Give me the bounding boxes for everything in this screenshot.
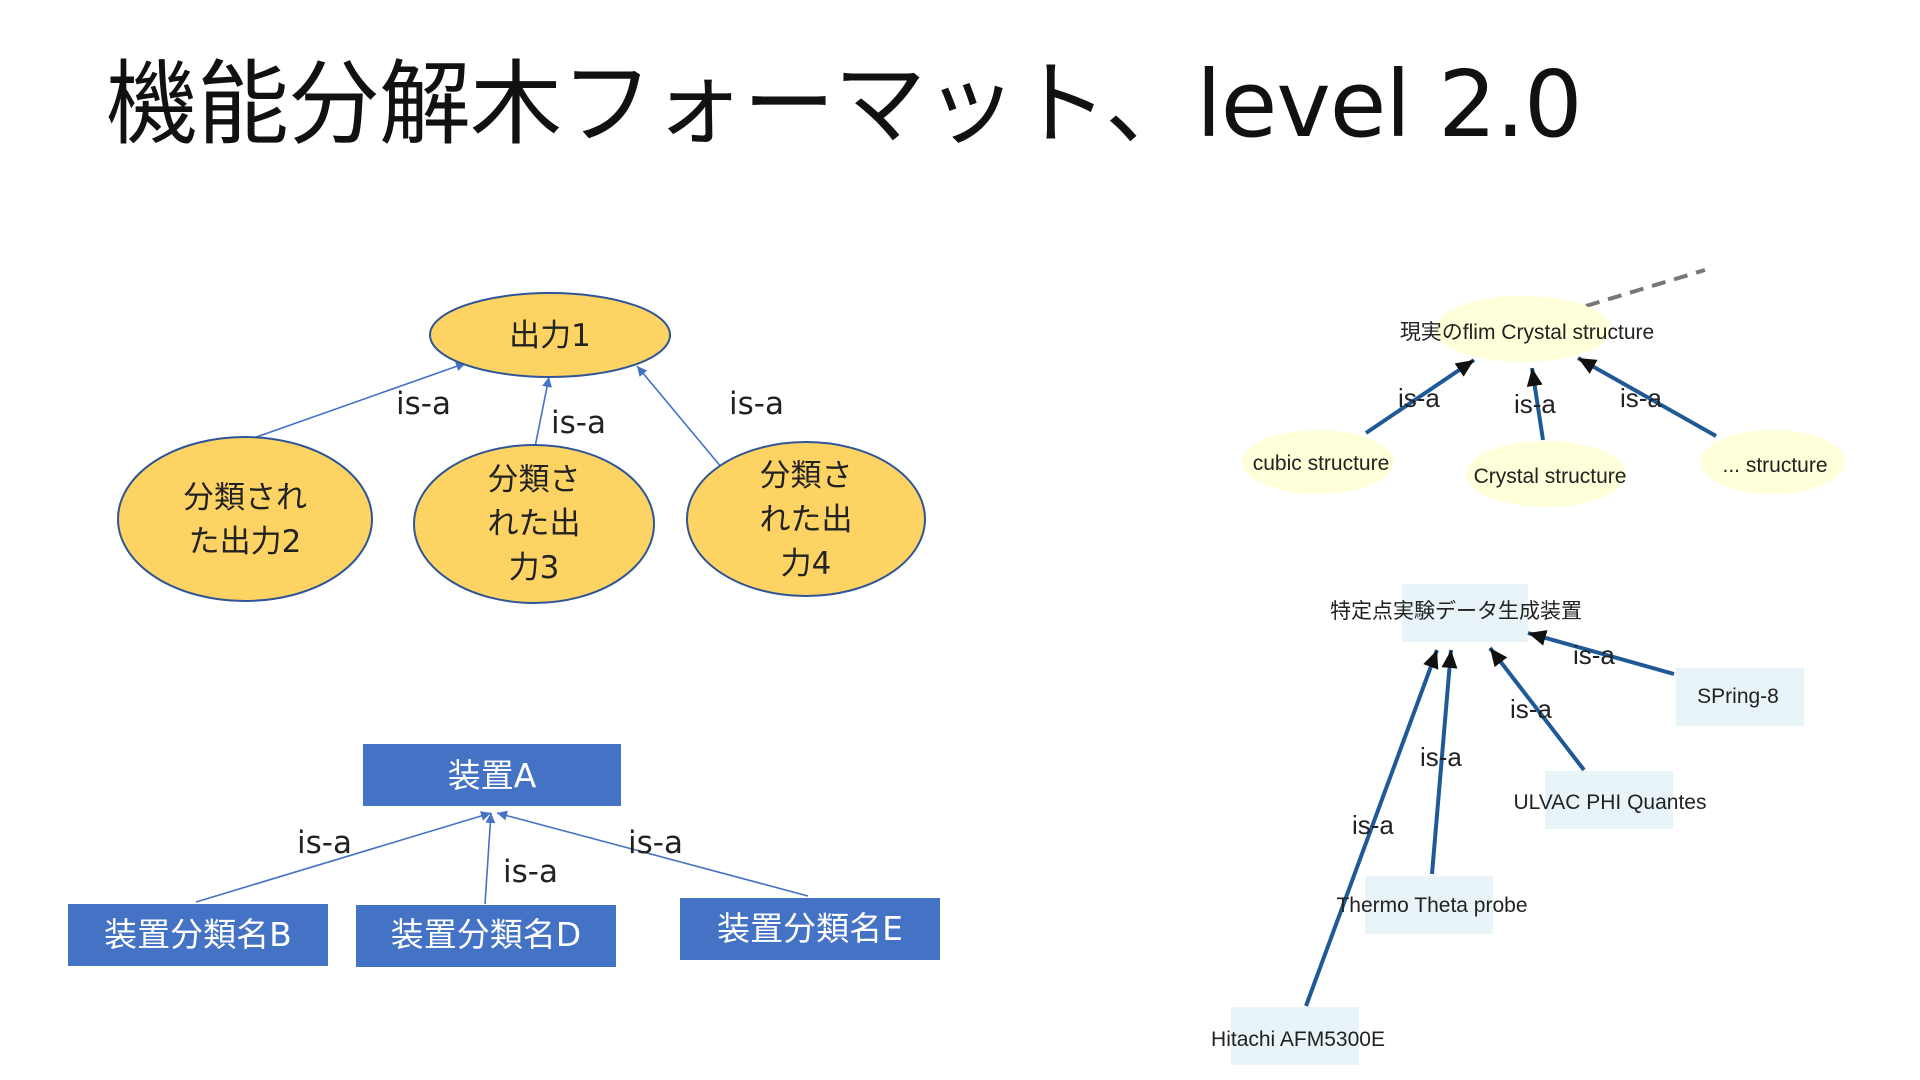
deviceA-node: 装置A (363, 744, 621, 806)
output2-node: 分類され た出力2 (117, 436, 373, 602)
output3-node: 分類さ れた出 力3 (413, 444, 655, 604)
deviceE-label: 装置分類名E (717, 909, 903, 948)
other-structure-label: ... structure (1722, 454, 1827, 477)
cubic-label: cubic structure (1253, 452, 1390, 475)
dashed-edge (1585, 268, 1706, 308)
edge-hitachi-to-root (1304, 649, 1439, 1007)
edge-other-to-root (1577, 356, 1717, 438)
crystal-tree: 現実のflim Crystal structure cubic structur… (1242, 268, 1845, 507)
edge-label: is-a (1514, 389, 1556, 419)
crystal-child-label: Crystal structure (1474, 465, 1627, 488)
hitachi-box (1231, 1007, 1359, 1065)
edge-label: is-a (1573, 640, 1615, 670)
spring8-label: SPring-8 (1697, 685, 1779, 708)
edge-label: is-a (396, 386, 451, 422)
edge-crystal-to-root (1526, 367, 1545, 441)
edge-label: is-a (729, 386, 784, 422)
output3-line: 分類さ (488, 462, 581, 498)
edge-ulvac-to-root (1488, 646, 1586, 772)
output3-line: 力3 (509, 550, 560, 586)
deviceB-node: 装置分類名B (68, 904, 328, 966)
edge-label: is-a (1398, 383, 1440, 413)
edge-deviceB-to-deviceA (195, 811, 492, 903)
output4-line: れた出 (760, 502, 853, 538)
edge-label: is-a (503, 854, 558, 890)
edge-label: is-a (1620, 383, 1662, 413)
hitachi-label: Hitachi AFM5300E (1211, 1028, 1385, 1051)
edge-spring8-to-root (1527, 630, 1675, 676)
edge-label: is-a (1352, 810, 1394, 840)
crystal-ellipse (1466, 441, 1626, 507)
edge-cubic-to-root (1364, 358, 1476, 435)
deviceA-label: 装置A (448, 756, 537, 795)
edge-label: is-a (1420, 742, 1462, 772)
output1-label: 出力1 (509, 318, 591, 354)
output2-line: 分類され (183, 480, 307, 516)
output4-node: 分類さ れた出 力4 (686, 441, 926, 597)
output4-line: 力4 (781, 546, 832, 582)
output2-line: た出力2 (189, 524, 302, 560)
edge-label: is-a (297, 825, 352, 861)
instrument-root-label: 特定点実験データ生成装置 (1330, 600, 1582, 623)
spring8-box (1676, 668, 1804, 726)
crystal-root-label: 現実のflim Crystal structure (1400, 321, 1654, 344)
cubic-ellipse (1242, 430, 1394, 494)
deviceB-label: 装置分類名B (104, 915, 292, 954)
other-structure-ellipse (1701, 430, 1845, 494)
edge-deviceE-to-deviceA (496, 810, 809, 897)
output-tree: is-a is-a is-a 出力1 分類され た出力2 分類さ れた出 力3 … (117, 292, 926, 604)
edge-thermo-to-root (1430, 649, 1458, 875)
device-tree: is-a is-a is-a 装置A 装置分類名B 装置分類名D 装置分類名E (68, 744, 940, 967)
output3-line: れた出 (488, 506, 581, 542)
ulvac-label: ULVAC PHI Quantes (1514, 791, 1707, 814)
edge-output4-to-output1 (636, 365, 723, 469)
edge-output3-to-output1 (534, 376, 552, 448)
edge-label: is-a (551, 405, 606, 441)
instrument-root-box (1402, 584, 1528, 642)
edge-output2-to-output1 (247, 361, 467, 441)
thermo-label: Thermo Theta probe (1336, 894, 1527, 917)
crystal-root-ellipse (1435, 296, 1611, 362)
deviceE-node: 装置分類名E (680, 898, 940, 960)
deviceD-node: 装置分類名D (356, 905, 616, 967)
page-title: 機能分解木フォーマット、level 2.0 (106, 51, 1582, 158)
output1-node: 出力1 (429, 292, 671, 378)
edge-label: is-a (1510, 694, 1552, 724)
edge-label: is-a (628, 825, 683, 861)
thermo-box (1365, 876, 1493, 934)
instrument-tree: 特定点実験データ生成装置 SPring-8 ULVAC PHI Quantes … (1211, 584, 1804, 1065)
ulvac-box (1545, 771, 1673, 829)
deviceD-label: 装置分類名D (391, 915, 581, 954)
edge-deviceD-to-deviceA (484, 812, 496, 905)
output4-line: 分類さ (760, 458, 853, 494)
